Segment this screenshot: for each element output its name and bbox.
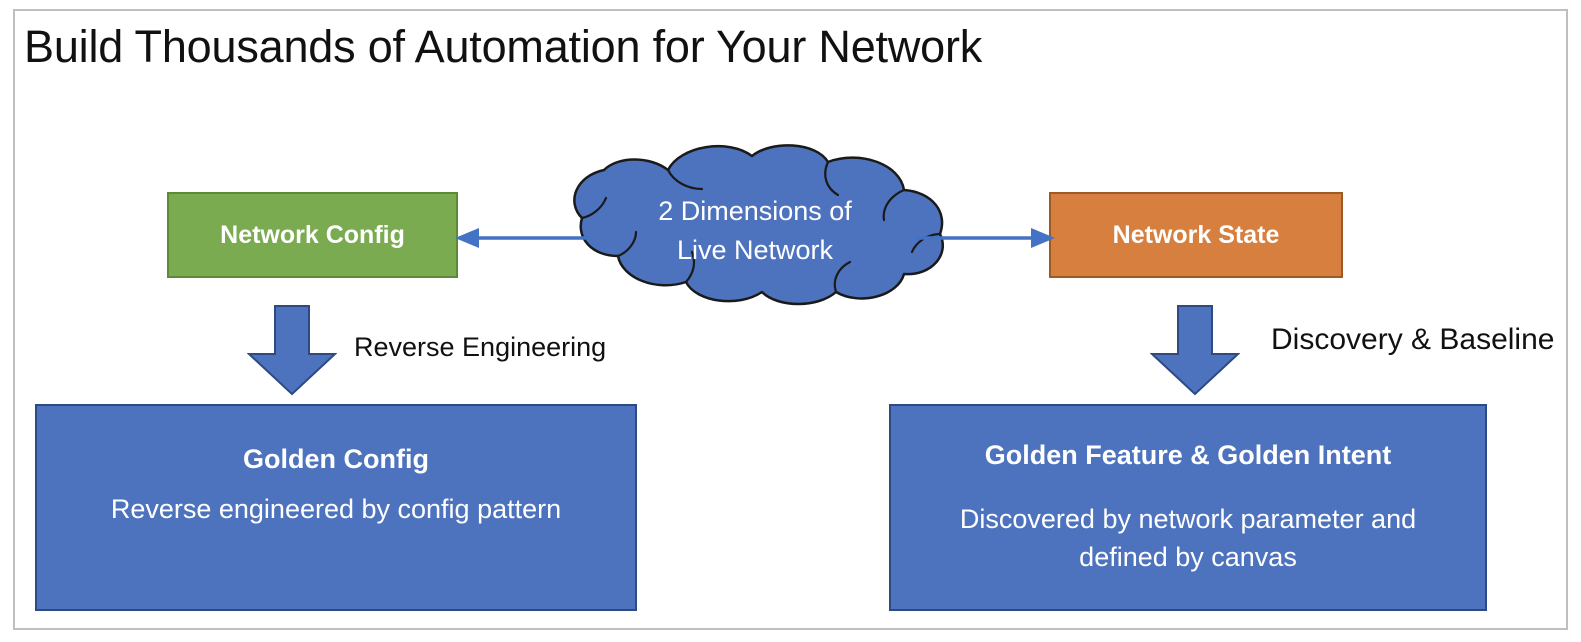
arrow-down-reverse-engineering xyxy=(246,304,338,396)
live-network-cloud xyxy=(560,142,950,307)
node-golden-feature-subtitle-line1: Discovered by network parameter and xyxy=(959,504,1417,534)
node-golden-feature-subtitle-line2: defined by canvas xyxy=(1079,542,1297,572)
page-title: Build Thousands of Automation for Your N… xyxy=(24,21,983,72)
node-network-config[interactable]: Network Config xyxy=(167,192,458,278)
node-golden-feature-subtitle: Discovered by network parameter and defi… xyxy=(960,500,1416,576)
node-golden-config-title: Golden Config xyxy=(243,444,429,474)
connector-cloud-to-network-config xyxy=(455,224,590,252)
node-network-state[interactable]: Network State xyxy=(1049,192,1343,278)
arrow-down-discovery-baseline xyxy=(1149,304,1241,396)
node-network-config-label: Network Config xyxy=(220,220,405,249)
label-discovery-baseline: Discovery & Baseline xyxy=(1271,323,1555,356)
node-golden-config-subtitle: Reverse engineered by config pattern xyxy=(110,494,562,524)
connector-cloud-to-network-state xyxy=(915,224,1055,252)
node-golden-config[interactable]: Golden Config Reverse engineered by conf… xyxy=(35,404,637,611)
node-golden-feature-intent[interactable]: Golden Feature & Golden Intent Discovere… xyxy=(889,404,1487,611)
label-reverse-engineering: Reverse Engineering xyxy=(354,332,607,362)
node-network-state-label: Network State xyxy=(1112,220,1280,249)
node-golden-feature-title: Golden Feature & Golden Intent xyxy=(984,440,1392,470)
